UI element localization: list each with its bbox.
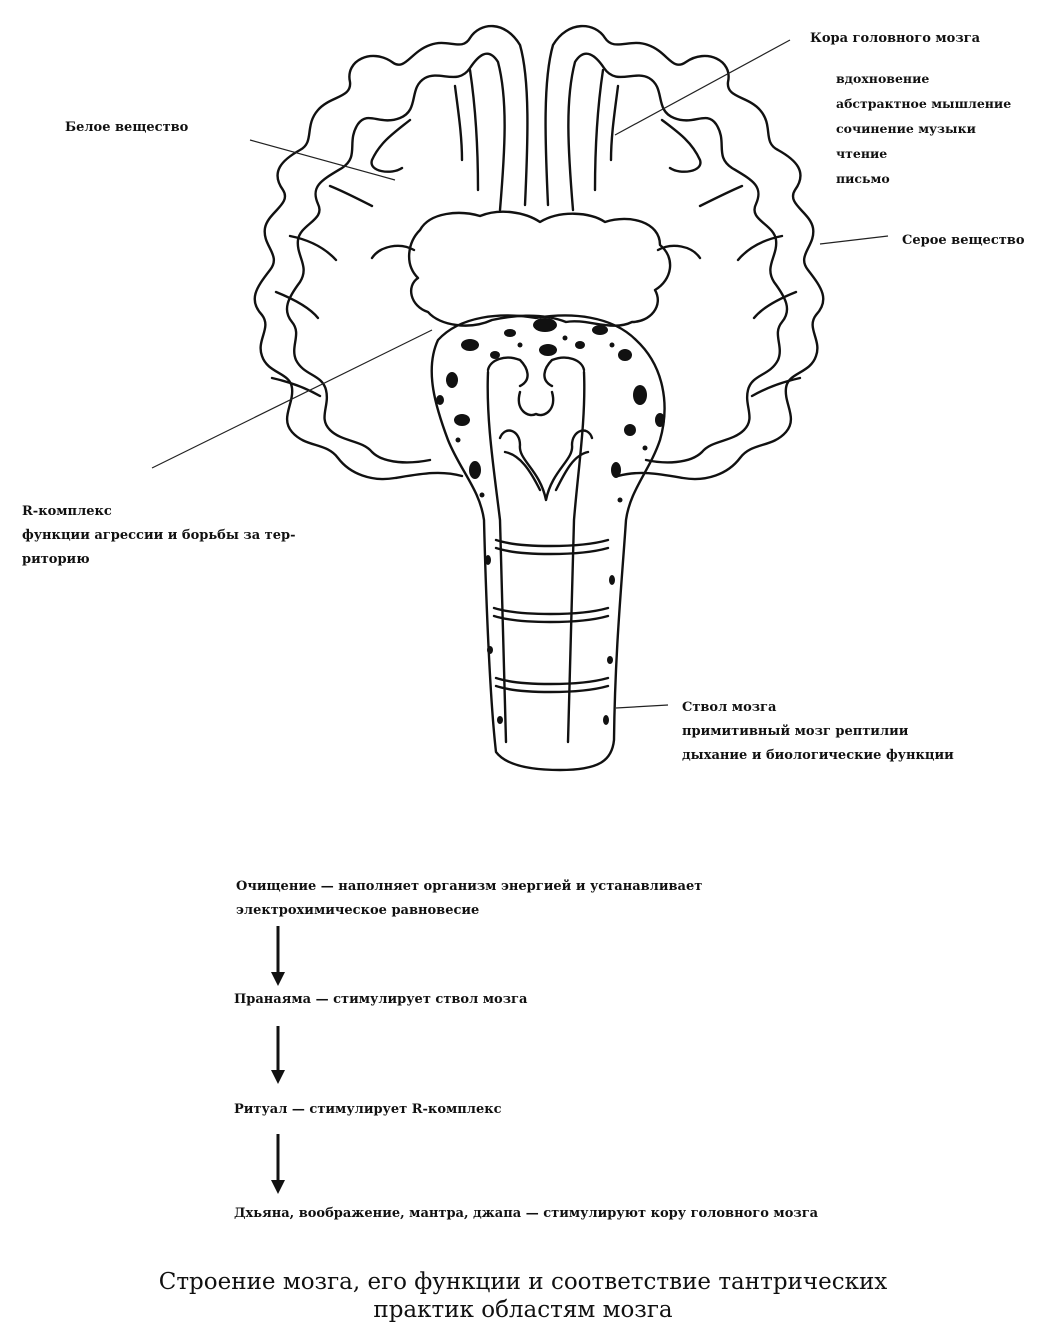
brainstem-label: Ствол мозга примитивный мозг рептилии ды… [682, 696, 954, 768]
right-hemisphere-outline [546, 26, 824, 479]
figure-caption: Строение мозга, его функции и соответств… [0, 1268, 1046, 1324]
flow-step-cleansing-line1: Очищение — наполняет организм энергией и… [236, 875, 702, 899]
r-complex-title: R-комплекс [22, 500, 295, 524]
left-gyri-inner-line [287, 54, 505, 463]
brainstem-title: Ствол мозга [682, 696, 954, 720]
figure-caption-line2: практик областям мозга [0, 1296, 1046, 1324]
flow-step-cleansing: Очищение — наполняет организм энергией и… [236, 875, 702, 923]
cortex-function-item: письмо [836, 166, 1011, 191]
cortex-label: Кора головного мозга [810, 26, 980, 51]
white-matter-text: Белое вещество [65, 115, 188, 140]
flow-step-pranayama-text: Пранаяма — стимулирует ствол мозга [234, 988, 527, 1012]
cortex-title: Кора головного мозга [810, 26, 980, 51]
central-white-matter-outline [409, 212, 670, 326]
cortex-function-item: сочинение музыки [836, 116, 1011, 141]
left-hemisphere-outline [255, 26, 528, 479]
flow-step-dhyana: Дхьяна, воображение, мантра, джапа — сти… [234, 1202, 818, 1226]
gray-matter-text: Серое вещество [902, 228, 1025, 253]
white-matter-label: Белое вещество [65, 115, 188, 140]
flow-step-pranayama: Пранаяма — стимулирует ствол мозга [234, 988, 527, 1012]
gray-matter-label: Серое вещество [902, 228, 1025, 253]
r-complex-leader-line [152, 330, 432, 468]
flow-step-ritual: Ритуал — стимулирует R-комплекс [234, 1098, 502, 1122]
gray-matter-leader-line [820, 236, 888, 244]
cortex-function-item: абстрактное мышление [836, 91, 1011, 116]
cortex-functions-list: вдохновение абстрактное мышление сочинен… [836, 66, 1011, 191]
practice-flow: Очищение — наполняет организм энергией и… [0, 860, 1046, 1230]
brainstem-line2: примитивный мозг рептилии [682, 720, 954, 744]
r-complex-desc-line1: функции агрессии и борьбы за тер- [22, 524, 295, 548]
brainstem-line3: дыхание и биологические функции [682, 744, 954, 768]
cortex-function-item: чтение [836, 141, 1011, 166]
flow-step-cleansing-line2: электрохимическое равновесие [236, 899, 702, 923]
brainstem-leader-line [616, 705, 668, 708]
flow-step-ritual-text: Ритуал — стимулирует R-комплекс [234, 1098, 502, 1122]
figure-caption-line1: Строение мозга, его функции и соответств… [0, 1268, 1046, 1296]
r-complex-dark-spots [436, 318, 665, 725]
flow-arrow-3 [271, 1134, 285, 1194]
cortex-leader-line [615, 40, 790, 135]
r-complex-desc-line2: риторию [22, 548, 295, 572]
right-gyri-inner-line [568, 54, 787, 463]
r-complex-label: R-комплекс функции агрессии и борьбы за … [22, 500, 295, 572]
flow-arrow-2 [271, 1026, 285, 1084]
flow-step-dhyana-text: Дхьяна, воображение, мантра, джапа — сти… [234, 1202, 818, 1226]
cortex-function-item: вдохновение [836, 66, 1011, 91]
flow-arrow-1 [271, 926, 285, 986]
